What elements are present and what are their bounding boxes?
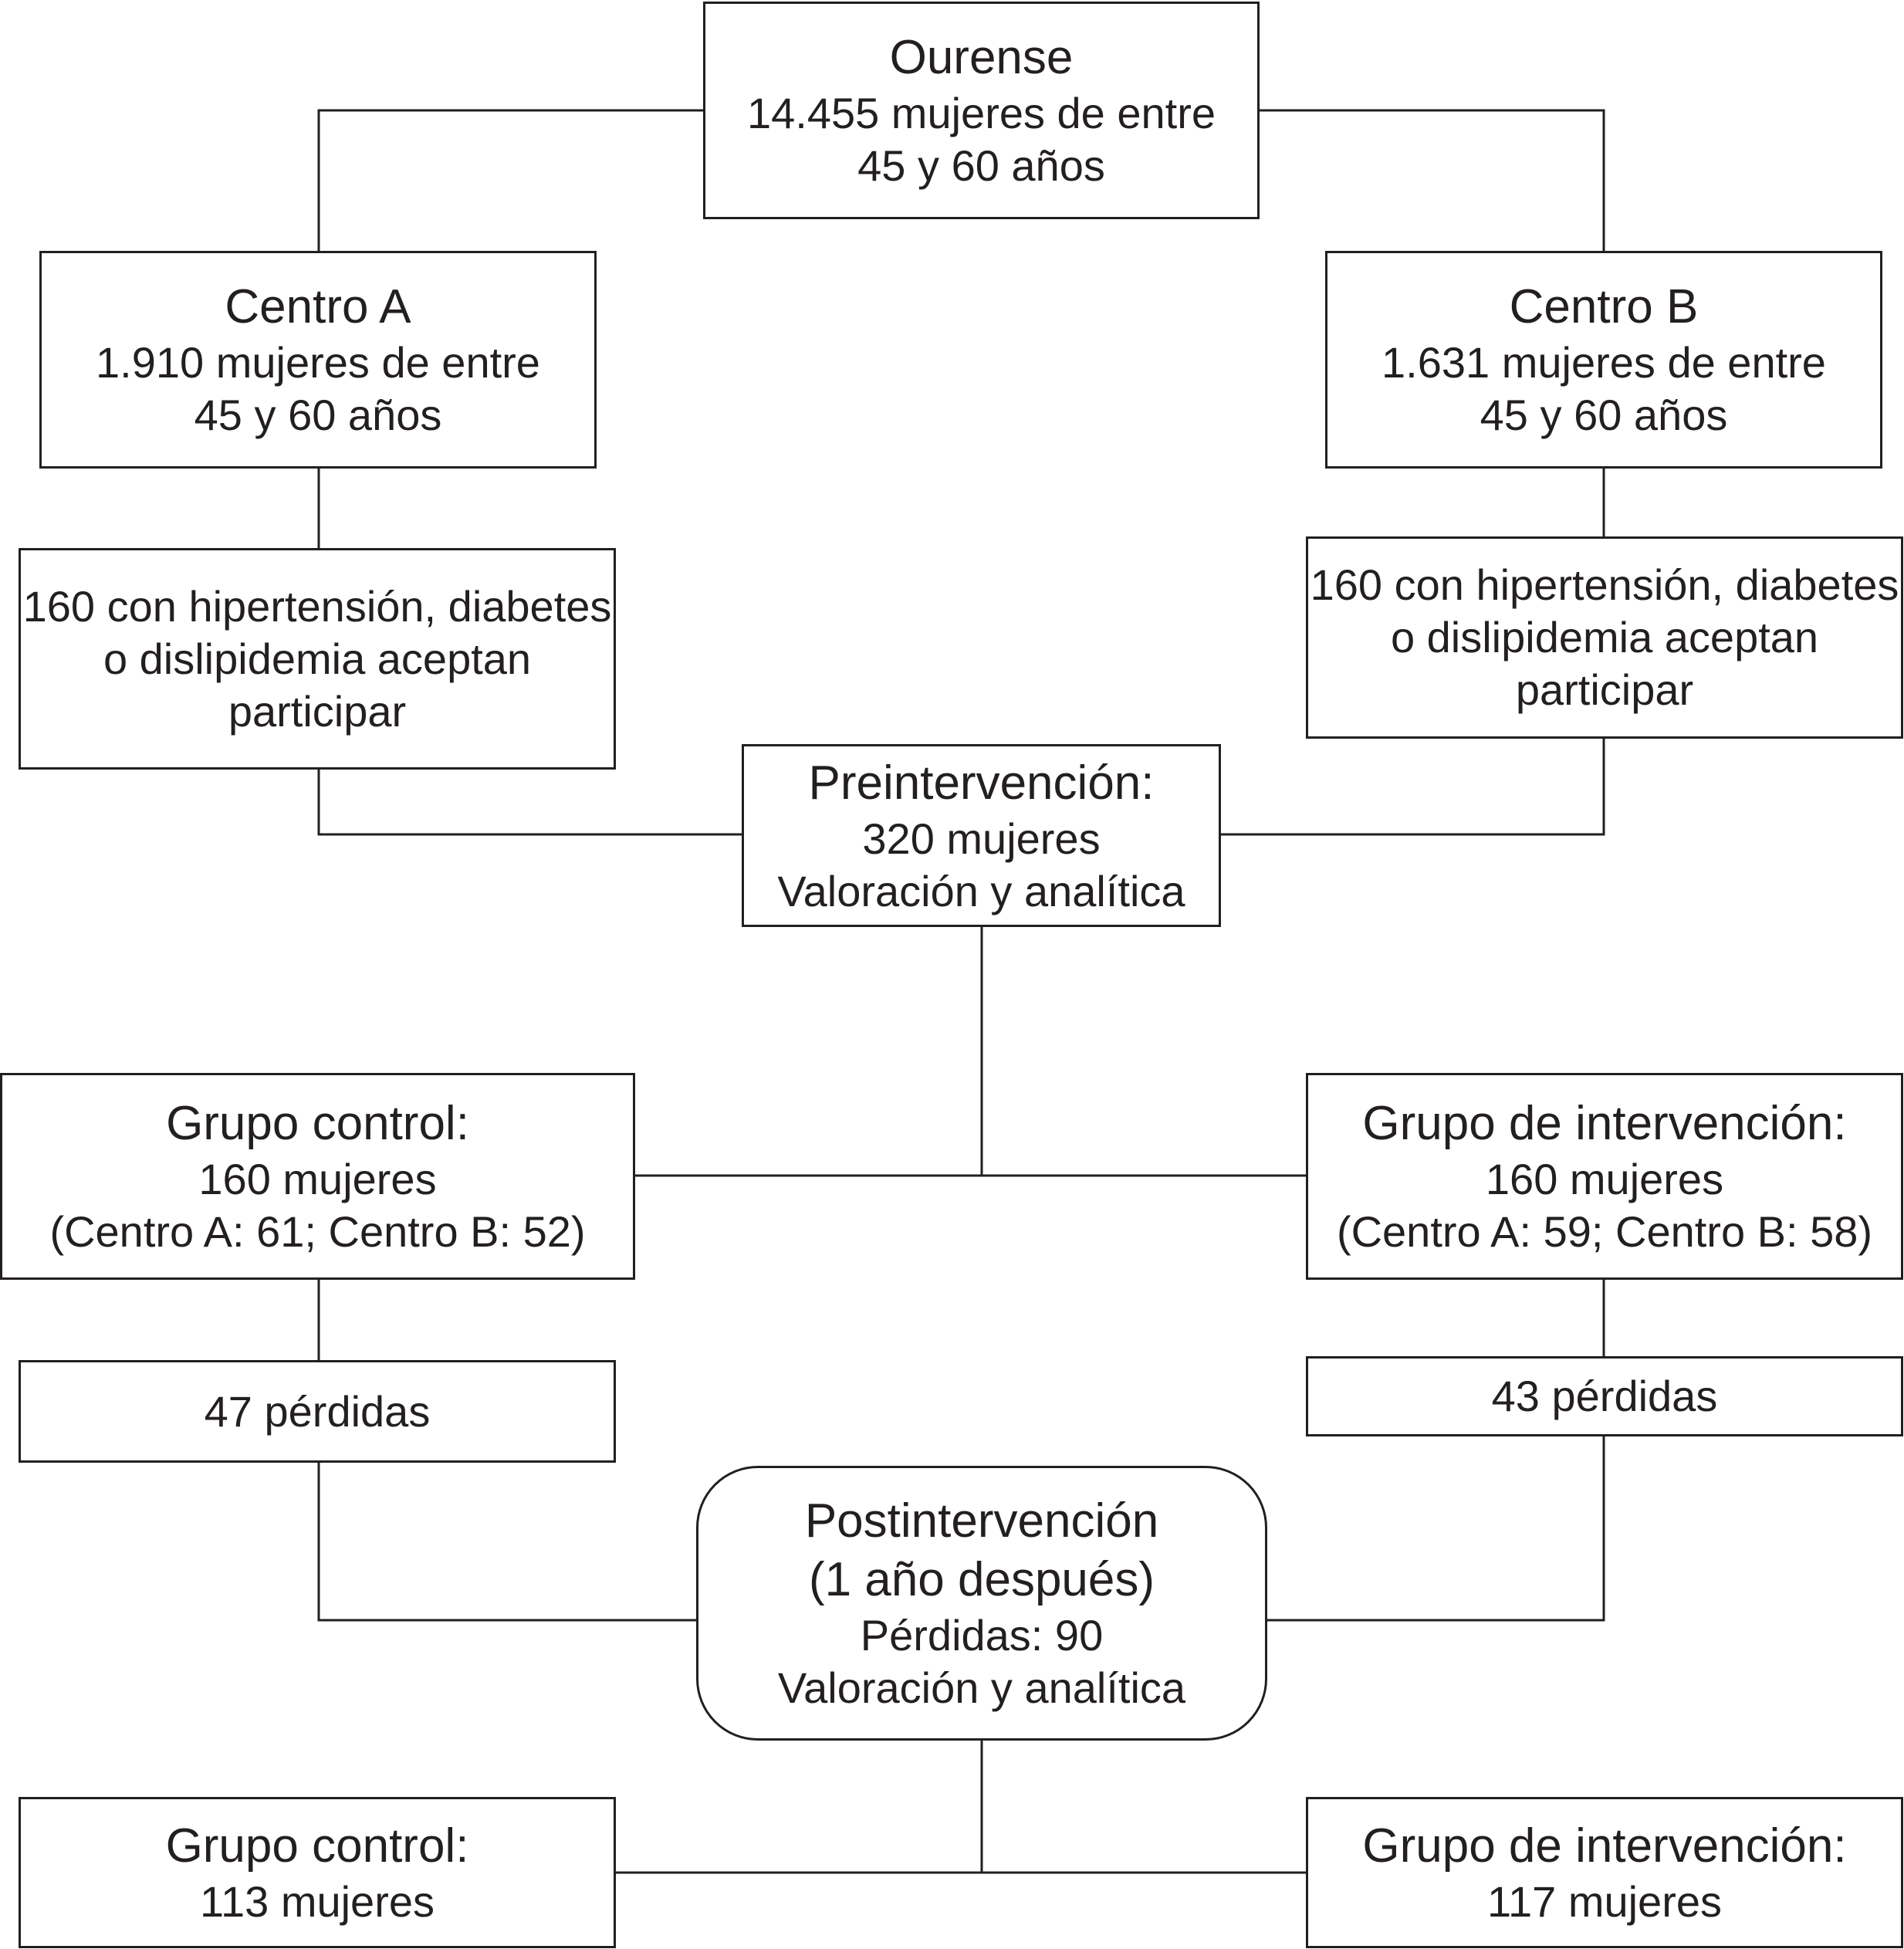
node-line: 160 con hipertensión, diabetes [1310, 560, 1899, 609]
connector-perdidas-control-post [317, 1462, 696, 1622]
node-line: participar [1515, 665, 1694, 714]
connector-aceptan-a-pre [317, 770, 742, 836]
node-line: 1.910 mujeres de entre [96, 338, 540, 387]
node-line: 45 y 60 años [1480, 391, 1728, 439]
node-grupo-control-pre: Grupo control: 160 mujeres (Centro A: 61… [0, 1073, 635, 1280]
node-grupo-intervencion-pre: Grupo de intervención: 160 mujeres (Cent… [1306, 1073, 1903, 1280]
node-line: Pérdidas: 90 [860, 1611, 1104, 1660]
node-aceptan-a: 160 con hipertensión, diabetes o dislipi… [19, 548, 616, 770]
connector-ourense-centro-a [317, 109, 703, 251]
node-aceptan-b: 160 con hipertensión, diabetes o dislipi… [1306, 536, 1903, 739]
node-centro-a: Centro A 1.910 mujeres de entre 45 y 60 … [39, 251, 597, 469]
node-postintervencion: Postintervención (1 año después) Pérdida… [696, 1466, 1267, 1741]
node-line: Grupo control: [165, 1819, 469, 1873]
node-line: Centro A [225, 280, 411, 333]
node-line: (1 año después) [808, 1553, 1155, 1606]
connector-perdidas-intervencion-post [1267, 1436, 1605, 1622]
node-ourense: Ourense 14.455 mujeres de entre 45 y 60 … [703, 2, 1260, 219]
node-line: 113 mujeres [199, 1877, 435, 1926]
node-line: Grupo control: [166, 1097, 469, 1150]
node-line: 47 pérdidas [204, 1386, 431, 1436]
node-line: 43 pérdidas [1491, 1372, 1718, 1420]
node-line: Postintervención [804, 1494, 1159, 1548]
node-line: participar [228, 686, 407, 736]
node-line: (Centro A: 61; Centro B: 52) [49, 1207, 586, 1256]
node-line: 160 mujeres [1485, 1155, 1724, 1203]
node-line: Preintervención: [808, 756, 1155, 810]
node-line: Valoración y analítica [777, 866, 1185, 915]
node-perdidas-intervencion: 43 pérdidas [1306, 1356, 1903, 1436]
node-preintervencion: Preintervención: 320 mujeres Valoración … [742, 744, 1221, 927]
node-line: 45 y 60 años [194, 391, 442, 439]
node-perdidas-control: 47 pérdidas [19, 1360, 616, 1463]
node-grupo-control-post: Grupo control: 113 mujeres [19, 1797, 616, 1948]
node-line: 320 mujeres [862, 814, 1101, 863]
node-line: 117 mujeres [1486, 1877, 1722, 1926]
node-line: 45 y 60 años [857, 141, 1105, 190]
connector-ourense-centro-b [1260, 109, 1605, 251]
node-line: Valoración y analítica [777, 1663, 1186, 1712]
node-centro-b: Centro B 1.631 mujeres de entre 45 y 60 … [1325, 251, 1882, 469]
connector-aceptan-b-pre [1221, 739, 1605, 836]
node-line: Ourense [889, 31, 1074, 84]
node-line: 160 con hipertensión, diabetes [22, 581, 612, 631]
node-line: Grupo de intervención: [1362, 1819, 1847, 1873]
node-grupo-intervencion-post: Grupo de intervención: 117 mujeres [1306, 1797, 1903, 1948]
node-line: 1.631 mujeres de entre [1381, 338, 1826, 387]
node-line: 160 mujeres [198, 1155, 437, 1203]
node-line: Centro B [1509, 280, 1699, 333]
node-line: 14.455 mujeres de entre [746, 89, 1216, 137]
node-line: o dislipidemia aceptan [103, 634, 532, 683]
node-line: (Centro A: 59; Centro B: 58) [1336, 1207, 1873, 1256]
node-line: o dislipidemia aceptan [1390, 613, 1819, 662]
node-line: Grupo de intervención: [1362, 1097, 1847, 1150]
